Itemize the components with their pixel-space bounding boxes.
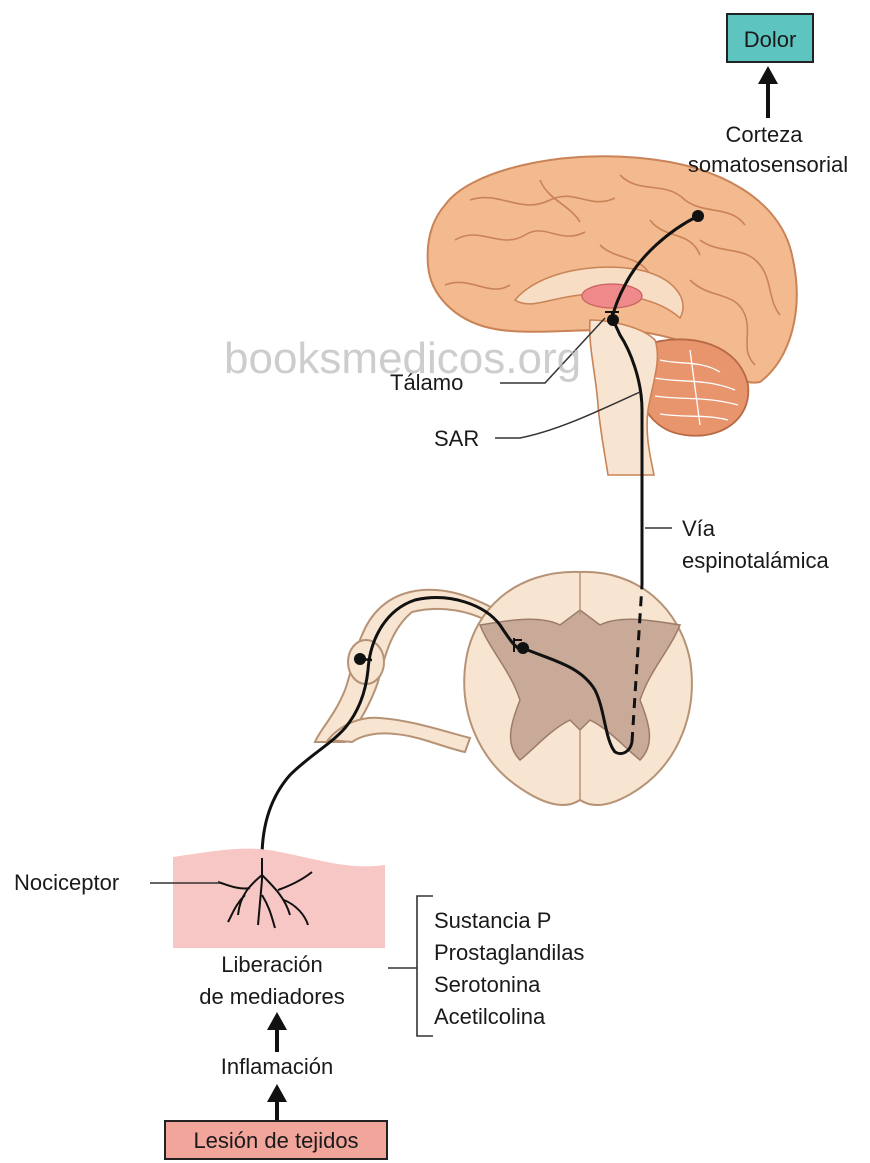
arrow-to-mediators-head [267,1012,287,1030]
ganglion-stem [360,659,372,660]
arrow-to-dolor-head [758,66,778,84]
mediator-item-1: Sustancia P [434,908,551,933]
mediator-item-2: Prostaglandilas [434,940,584,965]
cortex-label-1: Corteza [725,122,803,147]
nociceptor-label: Nociceptor [14,870,119,895]
mediator-item-4: Acetilcolina [434,1004,546,1029]
pathway-label-2: espinotalámica [682,548,830,573]
sar-label: SAR [434,426,479,451]
lesion-label: Lesión de tejidos [193,1128,358,1153]
mediators-bracket [388,896,433,1036]
pathway-label-1: Vía [682,516,716,541]
dolor-label: Dolor [744,27,797,52]
skin-tissue [173,849,385,948]
mediators-label-1: Liberación [221,952,323,977]
watermark: booksmedicos.org [224,334,581,383]
cortex-terminal [692,210,704,222]
inflammation-label: Inflamación [221,1054,334,1079]
arrow-to-inflammation-head [267,1084,287,1102]
cortex-label-2: somatosensorial [688,152,848,177]
thalamus-region [582,284,642,308]
mediator-item-3: Serotonina [434,972,541,997]
mediators-label-2: de mediadores [199,984,345,1009]
